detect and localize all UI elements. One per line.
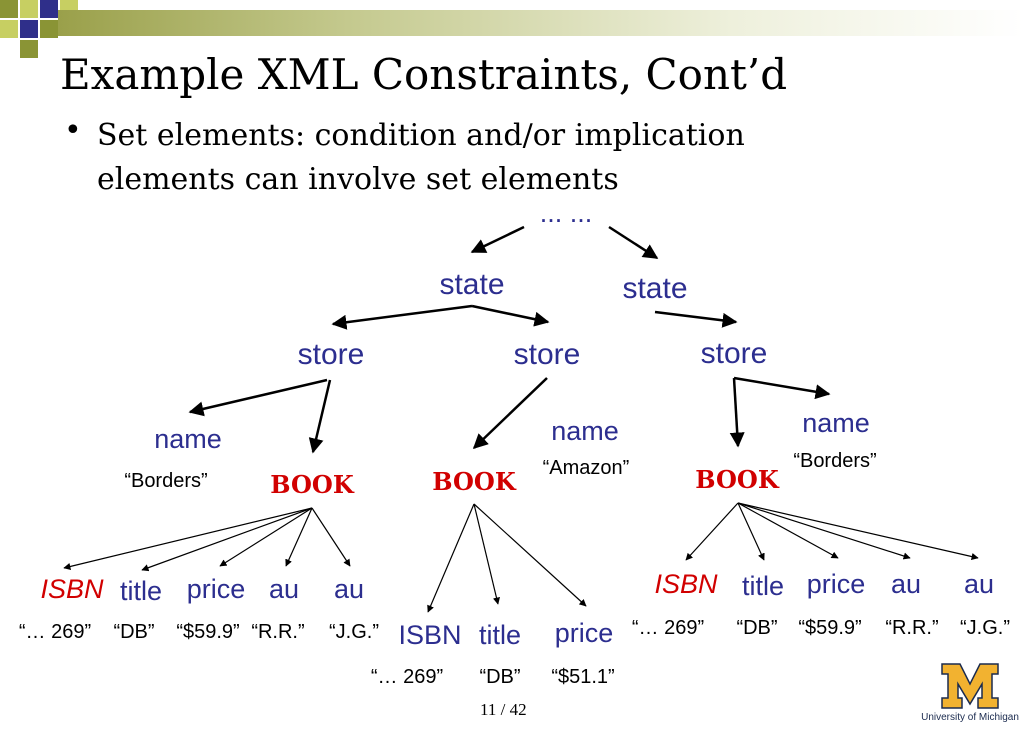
book3-title-value: “DB” <box>736 617 777 639</box>
bullet-line-2: elements can involve set elements <box>97 162 619 197</box>
bullet-text: Set elements: condition and/or implicati… <box>97 114 745 202</box>
state-node-2: state <box>622 272 687 305</box>
book1-price: price <box>187 574 246 604</box>
university-logo-icon <box>941 663 999 709</box>
header-bar <box>58 10 1023 36</box>
name-node-3: name <box>802 408 870 438</box>
corner-decoration <box>0 0 78 58</box>
book3-au2-value: “J.G.” <box>960 617 1010 639</box>
page-number: 11 / 42 <box>480 700 527 719</box>
book1-price-value: “$59.9” <box>176 621 239 643</box>
book3-au1-value: “R.R.” <box>885 617 938 639</box>
state-node-1: state <box>439 268 504 301</box>
book1-isbn: ISBN <box>40 574 104 604</box>
book2-price: price <box>555 618 614 648</box>
bullet-line-1: Set elements: condition and/or implicati… <box>97 118 745 153</box>
store-node-2: store <box>514 338 581 371</box>
book1-au1-value: “R.R.” <box>251 621 304 643</box>
book3-isbn: ISBN <box>654 569 718 599</box>
book2-isbn: ISBN <box>398 620 461 650</box>
name-value-2: “Amazon” <box>543 457 630 479</box>
name-value-3: “Borders” <box>793 450 876 472</box>
book3-price: price <box>807 569 866 599</box>
name-value-1: “Borders” <box>124 470 207 492</box>
book3-isbn-value: “… 269” <box>632 617 704 639</box>
bullet-marker: • <box>64 113 82 148</box>
book2-title: title <box>479 620 521 650</box>
name-node-2: name <box>551 416 619 446</box>
book-node-2: BOOK <box>432 467 517 496</box>
book1-isbn-value: “… 269” <box>19 621 91 643</box>
book1-title-value: “DB” <box>113 621 154 643</box>
book3-price-value: “$59.9” <box>798 617 861 639</box>
book2-price-value: “$51.1” <box>551 666 614 688</box>
book1-au-1: au <box>269 574 299 604</box>
root-ellipsis: ... ... <box>540 198 593 228</box>
book-node-1: BOOK <box>270 470 355 499</box>
logo-text: University of Michigan <box>921 712 1019 723</box>
book2-isbn-value: “… 269” <box>371 666 443 688</box>
slide-title: Example XML Constraints, Cont’d <box>60 50 788 99</box>
book3-au-2: au <box>964 569 994 599</box>
tree-edges <box>63 225 979 613</box>
store-node-1: store <box>298 338 365 371</box>
name-node-1: name <box>154 424 222 454</box>
book2-title-value: “DB” <box>479 666 520 688</box>
book3-title: title <box>742 571 784 601</box>
book3-au-1: au <box>891 569 921 599</box>
book1-au-2: au <box>334 574 364 604</box>
book1-title: title <box>120 576 162 606</box>
store-node-3: store <box>701 337 768 370</box>
book-node-3: BOOK <box>695 465 780 494</box>
book1-au2-value: “J.G.” <box>329 621 379 643</box>
